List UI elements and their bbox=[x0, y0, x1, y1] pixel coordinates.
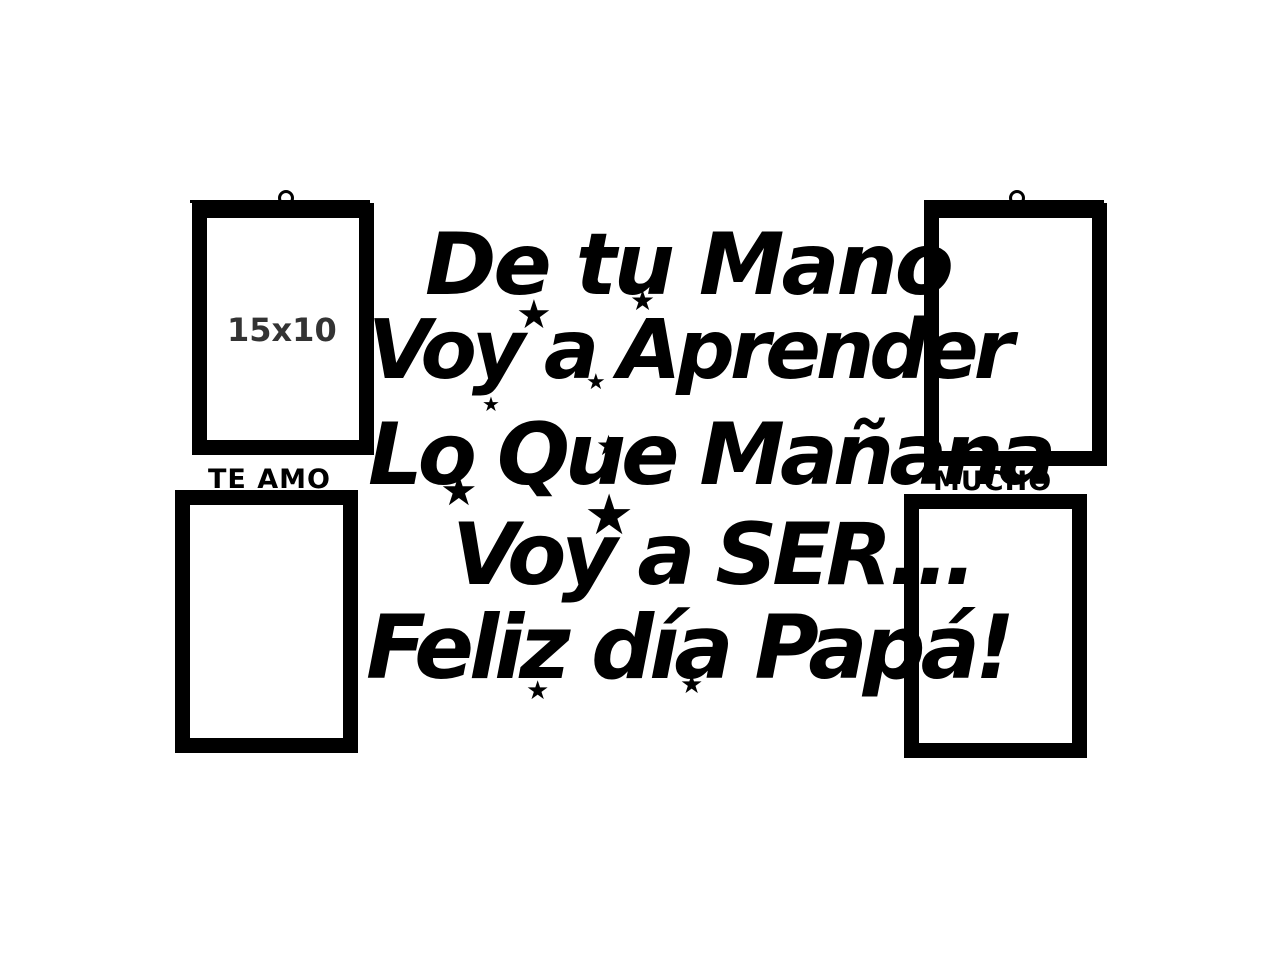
phrase-line-1: De tu Mano bbox=[425, 215, 954, 315]
mucho-text: MUCHO bbox=[933, 466, 1053, 497]
phrase-line-5: Feliz día Papá! bbox=[366, 596, 1015, 699]
photo-size-label: 15x10 bbox=[227, 311, 337, 349]
star-icon: ★ bbox=[680, 670, 704, 700]
te-amo-text: TE AMO bbox=[208, 464, 331, 495]
hook-bar-left bbox=[190, 200, 370, 203]
photo-frame-bottom-right bbox=[904, 494, 1087, 758]
star-icon: ★ bbox=[482, 392, 500, 416]
photo-frame-top-left bbox=[192, 203, 374, 455]
star-icon: ★ bbox=[516, 292, 552, 338]
photo-frame-top-right bbox=[924, 203, 1107, 466]
photo-frame-bottom-left bbox=[175, 490, 358, 753]
phrase-line-3: Lo Que Mañana bbox=[368, 405, 1057, 505]
phrase-line-2: Voy a Aprender bbox=[368, 303, 1014, 398]
hook-bar-right bbox=[924, 200, 1104, 203]
star-icon: ★ bbox=[596, 429, 622, 462]
star-icon: ★ bbox=[586, 370, 606, 395]
star-icon: ★ bbox=[630, 284, 656, 317]
star-icon: ★ bbox=[584, 483, 635, 548]
star-icon: ★ bbox=[526, 676, 550, 706]
phrase-line-4: Voy a SER... bbox=[452, 505, 977, 605]
star-icon: ★ bbox=[440, 466, 478, 515]
